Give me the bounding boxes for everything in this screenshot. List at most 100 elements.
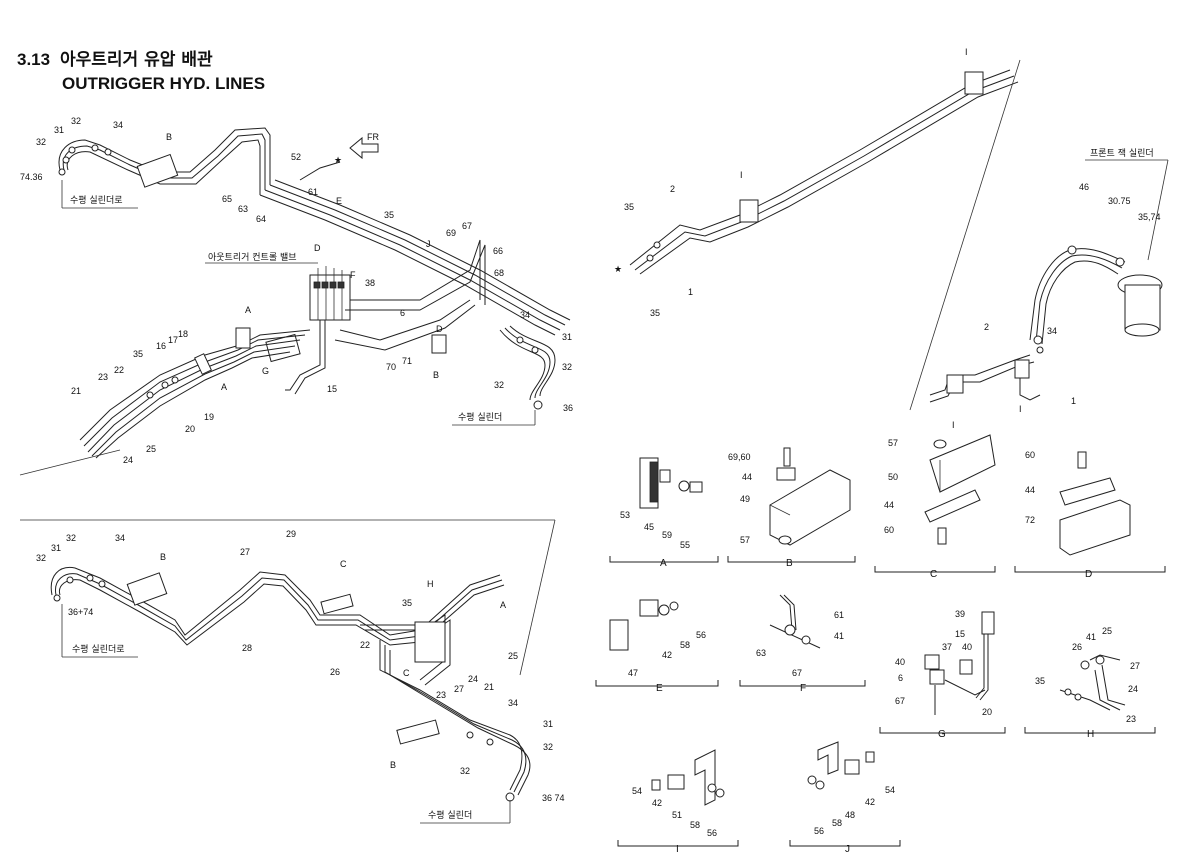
- detail-g-label: G: [938, 729, 946, 740]
- label-fr: FR: [367, 132, 379, 142]
- svg-text:A: A: [500, 600, 506, 610]
- clamp-44-d: [1059, 477, 1116, 506]
- svg-text:32: 32: [66, 533, 76, 543]
- bracket-49: [769, 469, 851, 546]
- svg-text:55: 55: [680, 540, 690, 550]
- svg-text:25: 25: [508, 651, 518, 661]
- svg-text:61: 61: [308, 187, 318, 197]
- svg-text:58: 58: [690, 820, 700, 830]
- svg-text:44: 44: [742, 472, 752, 482]
- svg-text:45: 45: [644, 522, 654, 532]
- jack-cylinder-body: [1124, 284, 1161, 331]
- svg-text:18: 18: [178, 329, 188, 339]
- detail-d-label: D: [1085, 569, 1092, 580]
- svg-text:70: 70: [386, 362, 396, 372]
- svg-text:27: 27: [454, 684, 464, 694]
- bracket-50: [929, 434, 996, 493]
- svg-text:36 74: 36 74: [542, 793, 565, 803]
- svg-text:I: I: [965, 47, 968, 57]
- svg-text:15: 15: [327, 384, 337, 394]
- svg-text:56: 56: [696, 630, 706, 640]
- svg-text:B: B: [433, 370, 439, 380]
- svg-text:63: 63: [756, 648, 766, 658]
- svg-text:60: 60: [1025, 450, 1035, 460]
- svg-text:I: I: [740, 170, 743, 180]
- section-divider-right: [909, 59, 1021, 411]
- bracket-d-upper: [431, 334, 447, 354]
- plate-47: [609, 619, 629, 651]
- svg-text:42: 42: [662, 650, 672, 660]
- svg-text:48: 48: [845, 810, 855, 820]
- svg-text:B: B: [160, 552, 166, 562]
- svg-text:17: 17: [168, 335, 178, 345]
- svg-text:47: 47: [628, 668, 638, 678]
- svg-text:19: 19: [204, 412, 214, 422]
- svg-text:32: 32: [543, 742, 553, 752]
- label-cyl-mid: 수평 실린더: [458, 412, 502, 423]
- svg-text:74.36: 74.36: [20, 172, 43, 182]
- svg-text:27: 27: [240, 547, 250, 557]
- svg-text:31: 31: [562, 332, 572, 342]
- svg-text:58: 58: [680, 640, 690, 650]
- bracket-b-bottom: [396, 719, 440, 745]
- h-block: [414, 621, 446, 663]
- svg-text:51: 51: [672, 810, 682, 820]
- svg-text:26: 26: [1072, 642, 1082, 652]
- clamp-44-b: [776, 467, 796, 481]
- svg-text:20: 20: [185, 424, 195, 434]
- label-cyl-bottom-left: 수평 실린더로: [72, 644, 125, 655]
- section-number: 3.13: [17, 50, 50, 69]
- svg-text:34: 34: [113, 120, 123, 130]
- svg-text:37: 37: [942, 642, 952, 652]
- bracket-i-3: [1014, 359, 1030, 379]
- svg-text:35: 35: [402, 598, 412, 608]
- svg-text:44: 44: [884, 500, 894, 510]
- svg-text:D: D: [436, 324, 443, 334]
- svg-text:61: 61: [834, 610, 844, 620]
- svg-text:35: 35: [650, 308, 660, 318]
- svg-text:31: 31: [54, 125, 64, 135]
- fitting-39: [981, 611, 995, 635]
- svg-text:34: 34: [520, 310, 530, 320]
- detail-e-label: E: [656, 683, 663, 694]
- svg-text:23: 23: [436, 690, 446, 700]
- svg-text:H: H: [427, 579, 434, 589]
- svg-text:22: 22: [360, 640, 370, 650]
- svg-text:42: 42: [865, 797, 875, 807]
- svg-text:67: 67: [462, 221, 472, 231]
- svg-text:I: I: [952, 420, 955, 430]
- bracket-a-upper: [235, 327, 251, 349]
- bracket-i-2: [964, 71, 984, 95]
- bracket-b-lower: [126, 572, 168, 606]
- callouts-lower: 32 31 32 34 36+74 B 27 29 C 28 H A 22 26…: [36, 529, 565, 803]
- svg-text:25: 25: [1102, 626, 1112, 636]
- bracket-i-1: [739, 199, 759, 223]
- svg-text:42: 42: [652, 798, 662, 808]
- svg-text:31: 31: [543, 719, 553, 729]
- detail-a-label: A: [660, 558, 667, 569]
- bracket-48: [817, 741, 839, 775]
- svg-text:67: 67: [792, 668, 802, 678]
- detail-e: 47 42 58 56 E: [595, 599, 719, 694]
- svg-text:44: 44: [1025, 485, 1035, 495]
- svg-text:23: 23: [1126, 714, 1136, 724]
- svg-text:38: 38: [365, 278, 375, 288]
- svg-text:32: 32: [36, 553, 46, 563]
- svg-text:68: 68: [494, 268, 504, 278]
- svg-text:B: B: [390, 760, 396, 770]
- svg-text:J: J: [426, 239, 431, 249]
- svg-text:64: 64: [256, 214, 266, 224]
- label-cyl-top: 수평 실린더로: [70, 195, 123, 206]
- svg-text:35: 35: [1035, 676, 1045, 686]
- svg-text:66: 66: [493, 246, 503, 256]
- svg-text:34: 34: [115, 533, 125, 543]
- front-jack-assembly: 프론트 잭 실린더 46 30.75 35,74 34 2 1 I I: [929, 148, 1169, 430]
- svg-text:A: A: [221, 382, 227, 392]
- svg-text:F: F: [350, 270, 356, 280]
- svg-text:67: 67: [895, 696, 905, 706]
- svg-text:46: 46: [1079, 182, 1089, 192]
